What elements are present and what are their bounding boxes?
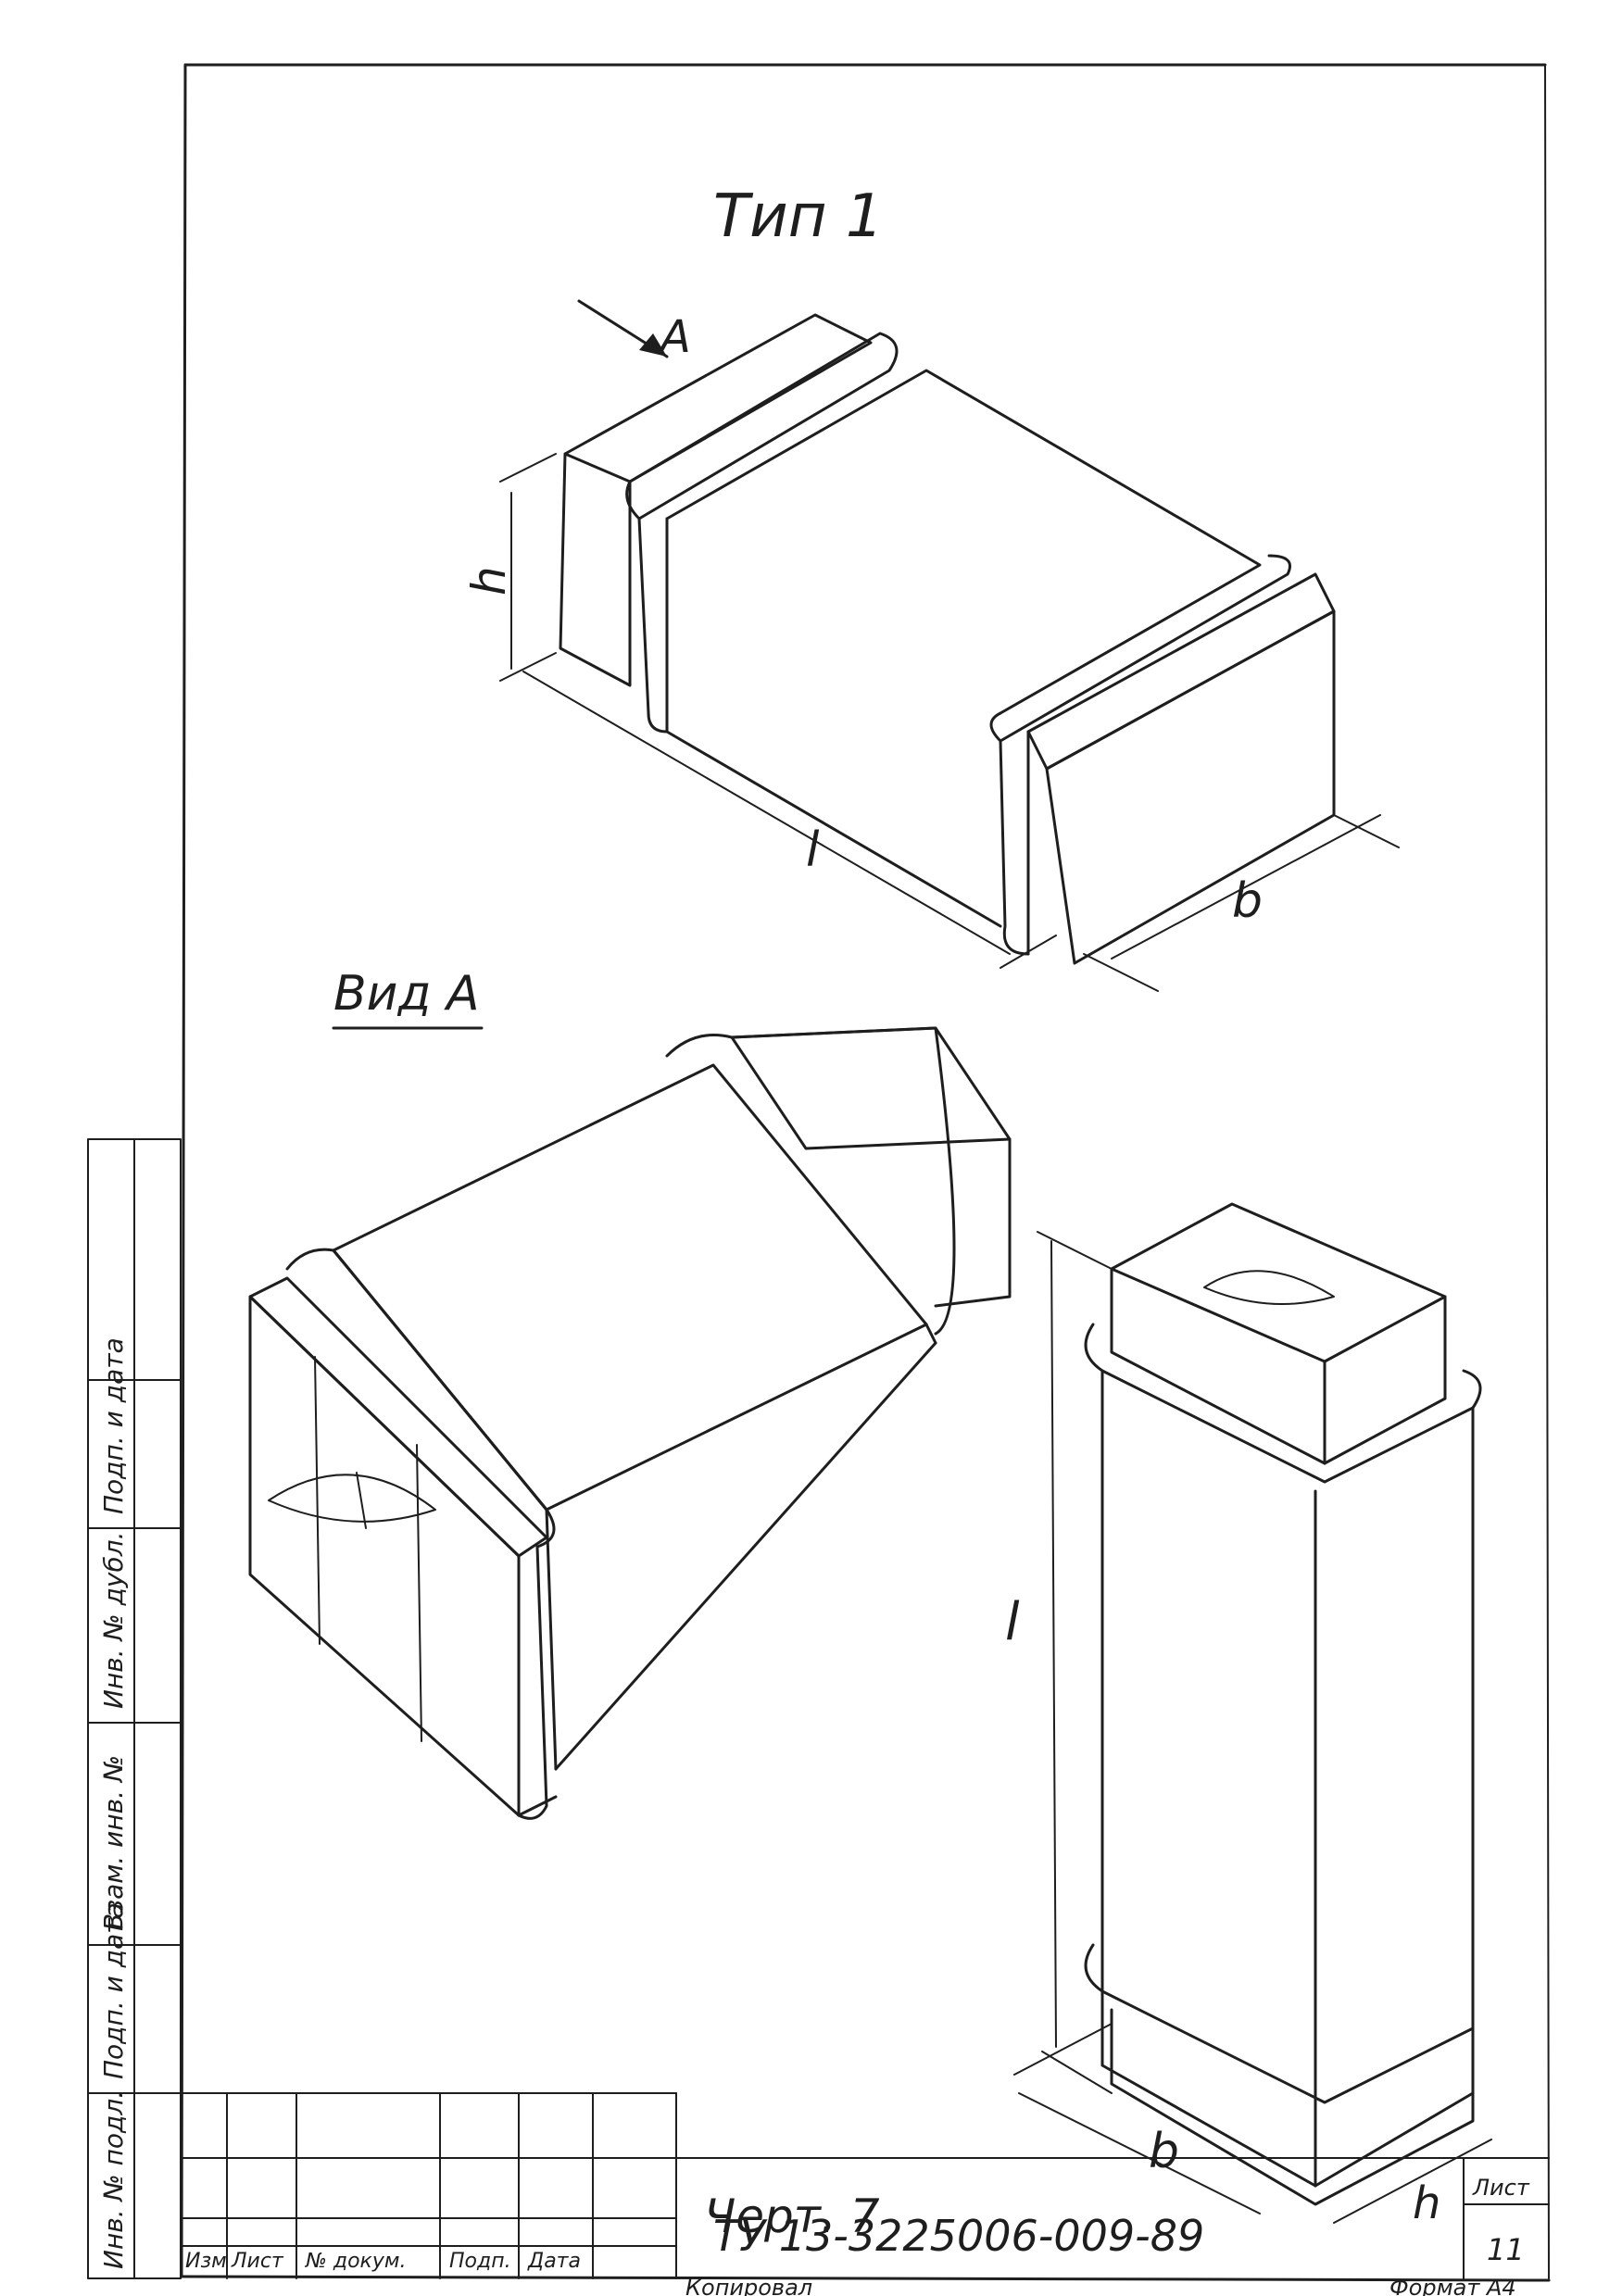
- sheet-border: [180, 63, 1551, 2282]
- view-a-block-drawing: [248, 1026, 1012, 1820]
- col-doc-number: № докум.: [305, 2250, 406, 2273]
- drawing-title: Тип 1: [713, 182, 884, 251]
- format-label: Формат А4: [1389, 2275, 1516, 2296]
- dim-height-label-bottom: h: [1413, 2177, 1440, 2229]
- stamp-sign-date-2: Подп. и дата: [98, 1337, 129, 1514]
- view-a-label: Вид А: [333, 966, 480, 1022]
- copied-label: Копировал: [685, 2275, 812, 2296]
- document-designation: ТУ 13-3225006-009-89: [713, 2211, 1204, 2261]
- sheet-number: 11: [1487, 2232, 1525, 2267]
- col-sheet: Лист: [231, 2250, 284, 2273]
- col-signature: Подп.: [449, 2250, 511, 2273]
- drawing-number: Черт. 7: [704, 2189, 880, 2243]
- view-arrow-label: А: [658, 311, 691, 363]
- stamp-replace-inv: Взам. инв. №: [98, 1755, 129, 1931]
- vertical-block-drawing: [1013, 1202, 1492, 2224]
- stamp-inv-duplicate: Инв. № дубл.: [98, 1531, 129, 1709]
- stamp-sign-date-1: Подп. и дата: [98, 1902, 129, 2079]
- dim-length-label: l: [806, 822, 820, 878]
- stamp-inv-original: Инв. № подл.: [98, 2090, 129, 2269]
- dim-length-label-vertical: l: [1005, 1592, 1020, 1652]
- col-date: Дата: [527, 2250, 581, 2273]
- dim-width-label-top: b: [1232, 873, 1263, 929]
- sheet-label: Лист: [1472, 2175, 1530, 2201]
- dim-height-label: h: [462, 566, 516, 596]
- col-change: Изм: [185, 2250, 227, 2273]
- side-stamp: [87, 1138, 182, 2279]
- type1-block-drawing: [499, 299, 1400, 992]
- dim-width-label-bottom: b: [1149, 2124, 1179, 2179]
- title-block: [181, 2092, 1550, 2279]
